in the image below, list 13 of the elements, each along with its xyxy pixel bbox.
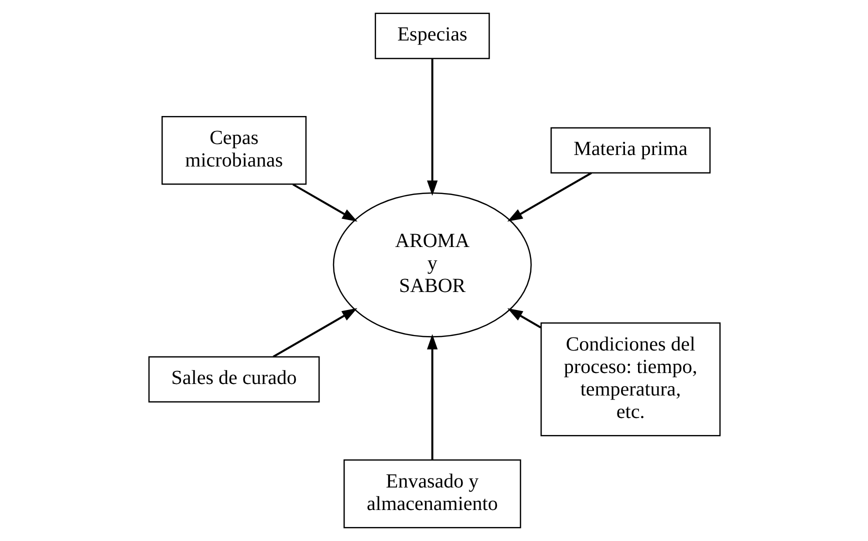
node-box: Cepas microbianas (161, 116, 306, 185)
arrow (272, 308, 357, 358)
node-box: Condiciones del proceso: tiempo, temperatura, etc. (540, 322, 720, 436)
arrow (506, 308, 541, 328)
node-box: Sales de curado (148, 356, 320, 402)
node-box: Envasado y almacenamiento (343, 459, 521, 528)
node-box: Especias (374, 12, 490, 60)
arrow (426, 334, 438, 460)
node-ellipse: AROMA y SABOR (332, 192, 532, 338)
arrow (506, 172, 592, 222)
arrow (426, 58, 438, 196)
node-box: Materia prima (550, 127, 710, 174)
arrow (292, 184, 357, 222)
